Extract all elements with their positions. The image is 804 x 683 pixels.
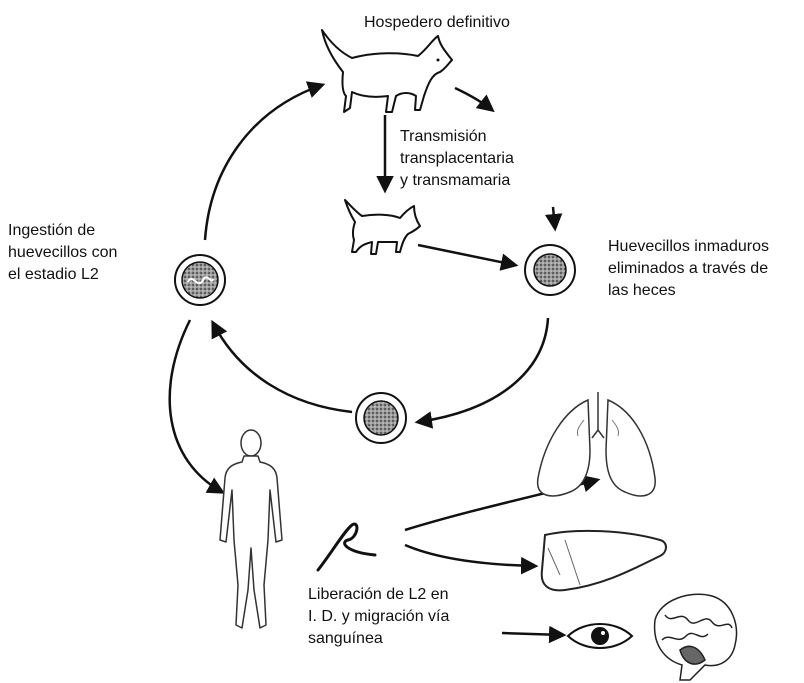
arrow-egg-left-to-dog: [205, 85, 322, 240]
arrow-puppy-to-egg: [418, 245, 515, 265]
ingestion-label: Ingestión de huevecillos con el estadio …: [8, 220, 117, 286]
definitive-host-label: Hospedero definitivo: [364, 12, 510, 34]
egg-icon: [525, 245, 575, 295]
release-label: Liberación de L2 en I. D. y migración ví…: [308, 584, 449, 650]
egg-icon: [175, 255, 225, 305]
arrow-bottom-egg-to-left-egg: [213, 323, 352, 412]
arrow-left-egg-to-human: [170, 320, 222, 492]
arrow-larva-to-liver: [405, 545, 535, 566]
arrow-right-egg-to-bottom-egg: [418, 318, 548, 422]
dog-icon: [322, 30, 452, 112]
egg-icon: [356, 393, 406, 443]
human-icon: [220, 430, 282, 628]
eye-icon: [568, 624, 632, 648]
immature-eggs-label: Huevecillos inmaduros eliminados a travé…: [608, 236, 769, 302]
arrow-to-eye: [502, 633, 563, 635]
transmission-label: Transmisión transplacentaria y transmama…: [400, 126, 514, 192]
puppy-icon: [345, 200, 420, 254]
larva-icon: [318, 524, 375, 570]
arrow-dog-to-right: [455, 88, 492, 110]
arrow-short-to-right-egg: [553, 207, 555, 228]
brain-icon: [655, 594, 737, 680]
liver-icon: [542, 531, 666, 590]
